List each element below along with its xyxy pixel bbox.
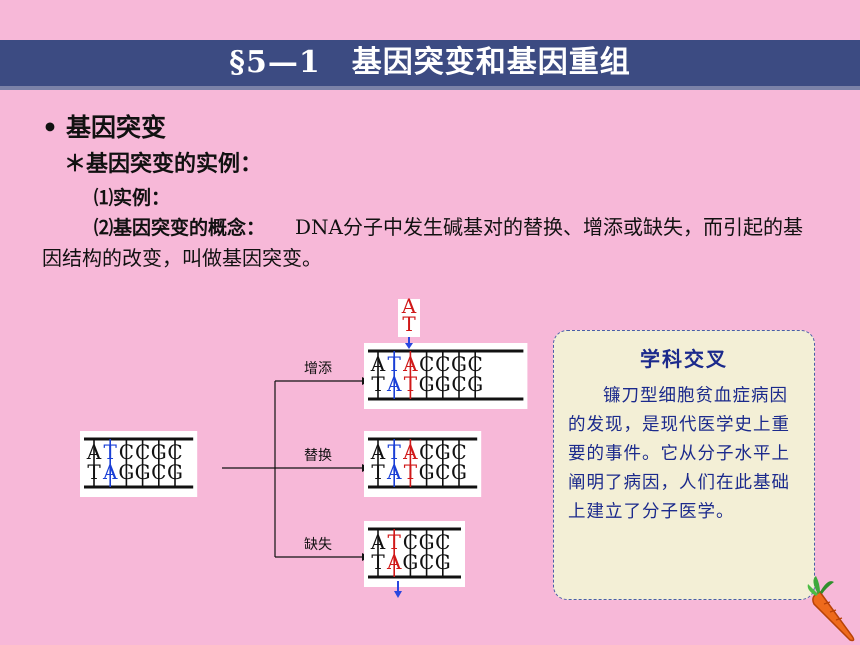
- inserted-base-bottom: T: [402, 312, 416, 336]
- original-strand-base-top: C: [119, 440, 134, 464]
- branch-substitution-strand-base-top: A: [402, 440, 418, 464]
- branch-insertion-strand-base-top: T: [388, 352, 402, 376]
- bullet-dot-icon: •: [42, 113, 58, 142]
- branch-substitution-strand-base-bottom: G: [451, 460, 467, 484]
- bullet-heading: •基因突变: [42, 108, 166, 144]
- branch-substitution-label: 替换: [304, 447, 332, 464]
- original-strand-base-top: T: [104, 440, 118, 464]
- branch-insertion-strand-base-top: C: [468, 352, 483, 376]
- original-strand-base-bottom: T: [87, 460, 101, 484]
- sub-heading: ＊基因突变的实例：: [64, 152, 263, 177]
- branch-substitution-strand-base-bottom: T: [371, 460, 385, 484]
- branch-deletion-label: 缺失: [304, 537, 332, 553]
- carrot-icon: [807, 576, 855, 642]
- item-example: ⑴实例：: [94, 187, 171, 209]
- original-strand-base-top: A: [86, 440, 102, 464]
- branch-insertion-label: 增添: [304, 361, 332, 377]
- inserted-base-top: A: [401, 295, 417, 318]
- branch-substitution-strand-base-bottom: G: [419, 460, 435, 484]
- branch-insertion-strand-base-bottom: C: [451, 372, 466, 396]
- original-strand-base-bottom: G: [135, 460, 151, 484]
- branch-substitution-strand-base-top: T: [388, 440, 402, 464]
- original-strand-base-bottom: A: [102, 460, 118, 484]
- page-title: §5—1 基因突变和基因重组: [229, 45, 631, 80]
- branch-substitution-strand-base-top: A: [370, 440, 386, 464]
- branch-insertion-strand-base-top: C: [435, 352, 450, 376]
- branch-substitution-strand-base-bottom: T: [404, 460, 418, 484]
- branch-insertion-strand-base-bottom: G: [435, 372, 451, 396]
- inserted-pair-box: [398, 299, 420, 337]
- concept-label: ⑵基因突变的概念：: [94, 217, 266, 239]
- branch-insertion-strand-base-top: C: [419, 352, 434, 376]
- deletion-arrow-head: [394, 591, 402, 598]
- sidebar-heading: 学科交叉: [640, 347, 728, 371]
- original-strand-base-bottom: C: [151, 460, 166, 484]
- branch-deletion-strand-base-top: T: [388, 530, 402, 554]
- branch-deletion-strand-base-top: C: [403, 530, 418, 554]
- branch-insertion-strand-base-bottom: G: [467, 372, 483, 396]
- original-strand-base-top: C: [135, 440, 150, 464]
- branch-deletion-strand-base-bottom: C: [419, 550, 434, 574]
- branch-deletion-strand-base-top: C: [435, 530, 450, 554]
- branch-substitution-strand-base-top: C: [419, 440, 434, 464]
- branch-deletion-strand-base-bottom: T: [371, 550, 385, 574]
- original-strand-base-top: G: [151, 440, 167, 464]
- branch-substitution-strand-base-top: G: [435, 440, 451, 464]
- original-strand-base-top: C: [167, 440, 182, 464]
- branch-insertion-strand-base-bottom: T: [371, 372, 385, 396]
- branch-substitution-strand-base-top: C: [451, 440, 466, 464]
- original-strand-base-bottom: G: [118, 460, 134, 484]
- title-bar: §5—1 基因突变和基因重组: [0, 40, 860, 86]
- bullet-heading-text: 基因突变: [65, 113, 166, 142]
- branch-insertion-strand-base-bottom: A: [386, 372, 402, 396]
- branch-insertion-strand-base-top: G: [451, 352, 467, 376]
- branch-deletion-strand-base-top: G: [419, 530, 435, 554]
- concept-paragraph: ⑵基因突变的概念：DNA分子中发生碱基对的替换、增添或缺失，而引起的基因结构的改…: [42, 212, 822, 273]
- sidebar-text: 镰刀型细胞贫血症病因的发现，是现代医学史上重要的事件。它从分子水平上阐明了病因，…: [568, 386, 790, 522]
- branch-insertion-strand-base-bottom: T: [404, 372, 418, 396]
- original-strand-base-bottom: G: [167, 460, 183, 484]
- concept-text: DNA分子中发生碱基对的替换、增添或缺失，而引起的基因结构的改变，叫做基因突变。: [42, 215, 803, 270]
- branch-substitution-strand-base-bottom: A: [386, 460, 402, 484]
- branch-insertion-strand-base-bottom: G: [419, 372, 435, 396]
- insert-arrow-head: [405, 343, 413, 349]
- branch-deletion-strand-base-bottom: G: [402, 550, 418, 574]
- branch-insertion-strand-base-top: A: [370, 352, 386, 376]
- branch-substitution-strand-base-bottom: C: [435, 460, 450, 484]
- sidebar-box: 学科交叉 镰刀型细胞贫血症病因的发现，是现代医学史上重要的事件。它从分子水平上阐…: [553, 330, 815, 600]
- branch-deletion-strand-base-bottom: A: [386, 550, 402, 574]
- branch-deletion-strand-base-bottom: G: [435, 550, 451, 574]
- branch-deletion-strand-base-top: A: [370, 530, 386, 554]
- branch-insertion-strand-base-top: A: [402, 352, 418, 376]
